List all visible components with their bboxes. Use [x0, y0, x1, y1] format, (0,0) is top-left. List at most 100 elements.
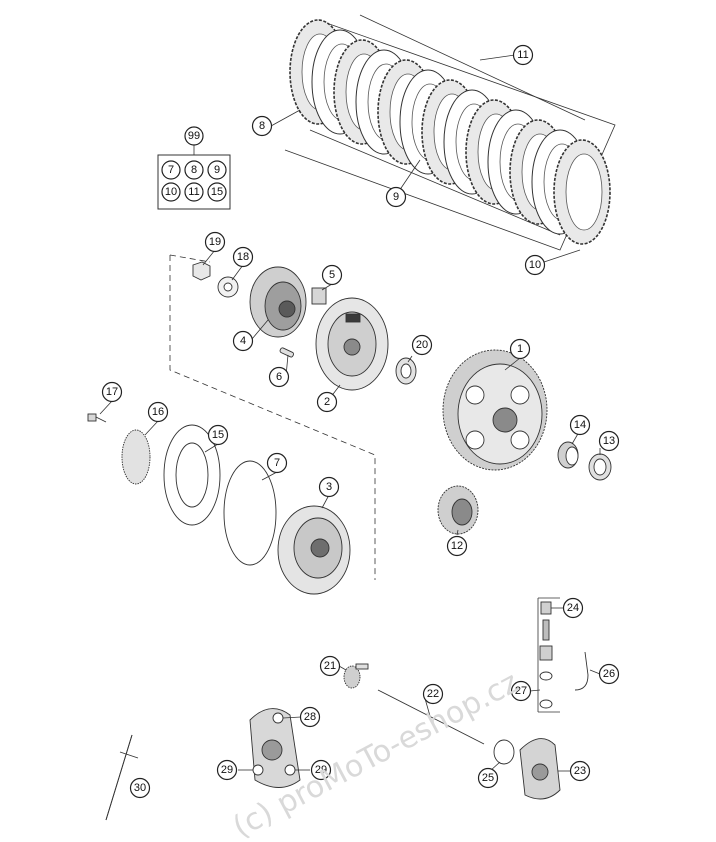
callout-c20: 20: [411, 334, 433, 356]
kit-items: 7 8 9 10 11 15: [161, 160, 227, 202]
callout-circle: [598, 663, 620, 685]
clutch-cover-part: [249, 708, 301, 788]
kit-item-label: 15: [211, 186, 223, 198]
kit-item-circle: [161, 160, 181, 180]
callout-c15: 15: [207, 424, 229, 446]
kit-item-circle: [184, 182, 204, 202]
callout-label: 3: [326, 481, 332, 493]
callout-circle: [509, 338, 531, 360]
callout-c17: 17: [101, 381, 123, 403]
kit-item-circle: [207, 182, 227, 202]
callout-label: 16: [152, 406, 164, 418]
callout-label: 7: [274, 457, 280, 469]
o-ring-part: [493, 739, 515, 765]
kit-item-label: 8: [191, 164, 197, 176]
callout-circle: [598, 430, 620, 452]
callout-circle: [524, 254, 546, 276]
grease-syringe-part: [105, 734, 139, 821]
callout-circle: [101, 381, 123, 403]
callout-circle: [321, 264, 343, 286]
callout-circle: [129, 777, 151, 799]
callout-label: 26: [603, 668, 615, 680]
callout-circle: [251, 115, 273, 137]
callout-circle: [562, 597, 584, 619]
callout-circle: [232, 330, 254, 352]
callout-label: 22: [427, 688, 439, 700]
callout-label: 1: [517, 343, 523, 355]
kit-item-label: 10: [165, 186, 177, 198]
callout-label: 6: [276, 371, 282, 383]
callout-c10: 10: [524, 254, 546, 276]
callout-c29b: 29: [310, 759, 332, 781]
callout-label: 28: [304, 711, 316, 723]
callout-c21: 21: [319, 655, 341, 677]
callout-markers: 1234567891011121314151617181920212223242…: [101, 44, 620, 799]
callout-c13: 13: [598, 430, 620, 452]
callout-circle: [319, 655, 341, 677]
callout-label: 21: [324, 660, 336, 672]
inner-hub-part: [249, 266, 307, 338]
banjo-hose-part: [574, 651, 589, 691]
callout-label: 8: [259, 120, 265, 132]
callout-c8: 8: [251, 115, 273, 137]
callout-c4: 4: [232, 330, 254, 352]
callout-circle: [385, 186, 407, 208]
callout-c23: 23: [569, 760, 591, 782]
clutch-plate-inner: [565, 153, 603, 231]
assembly-dashed-frame: [169, 255, 376, 580]
callout-label: 17: [106, 386, 118, 398]
callout-c22: 22: [422, 683, 444, 705]
callout-circle: [299, 706, 321, 728]
kit-item-circle: [161, 182, 181, 202]
callout-circle: [232, 246, 254, 268]
callout-label: 23: [574, 765, 586, 777]
callout-c19: 19: [204, 231, 226, 253]
callout-label: 15: [212, 429, 224, 441]
callout-c29a: 29: [216, 759, 238, 781]
kit-item-label: 7: [168, 164, 174, 176]
callout-label: 30: [134, 782, 146, 794]
outer-clutch-basket-part: [315, 297, 389, 391]
callout-circle: [422, 683, 444, 705]
pin-part: [279, 347, 294, 358]
callout-label: 5: [329, 269, 335, 281]
callout-label: 10: [529, 259, 541, 271]
callout-c30: 30: [129, 777, 151, 799]
callout-label: 11: [517, 49, 528, 61]
callout-c26: 26: [598, 663, 620, 685]
push-rod-part: [377, 689, 485, 745]
callout-label: 4: [240, 335, 246, 347]
callout-label: 18: [237, 251, 249, 263]
callout-circle: [207, 424, 229, 446]
callout-circle: [316, 391, 338, 413]
bushing-part: [588, 453, 612, 481]
callout-c12: 12: [446, 535, 468, 557]
clutch-plates: [289, 19, 611, 245]
callout-label: 29: [221, 764, 233, 776]
callout-label: 20: [416, 339, 428, 351]
callout-circle: [266, 452, 288, 474]
callout-c11: 11: [512, 44, 534, 66]
small-gear-part: [437, 485, 479, 535]
kit-item-circle: [184, 160, 204, 180]
bleed-valve-assembly: [537, 597, 560, 713]
callout-label: 24: [567, 602, 579, 614]
kit-item-label: 9: [214, 164, 220, 176]
callout-c25: 25: [477, 767, 499, 789]
primary-gear-part: [442, 349, 548, 471]
callout-c14: 14: [569, 414, 591, 436]
callout-c16: 16: [147, 401, 169, 423]
callout-label: 29: [315, 764, 327, 776]
callout-c27: 27: [510, 680, 532, 702]
callout-circle: [411, 334, 433, 356]
callout-label: 13: [603, 435, 615, 447]
bolt-part: [87, 413, 107, 423]
callout-circle: [268, 366, 290, 388]
callout-c7a: 7: [266, 452, 288, 474]
spring-washer-part: [121, 429, 151, 485]
slave-cylinder-part: [519, 738, 561, 800]
pressure-plate-part: [277, 505, 351, 595]
shaft-gear-part: [343, 663, 369, 689]
kit-item-label: 11: [188, 186, 199, 198]
